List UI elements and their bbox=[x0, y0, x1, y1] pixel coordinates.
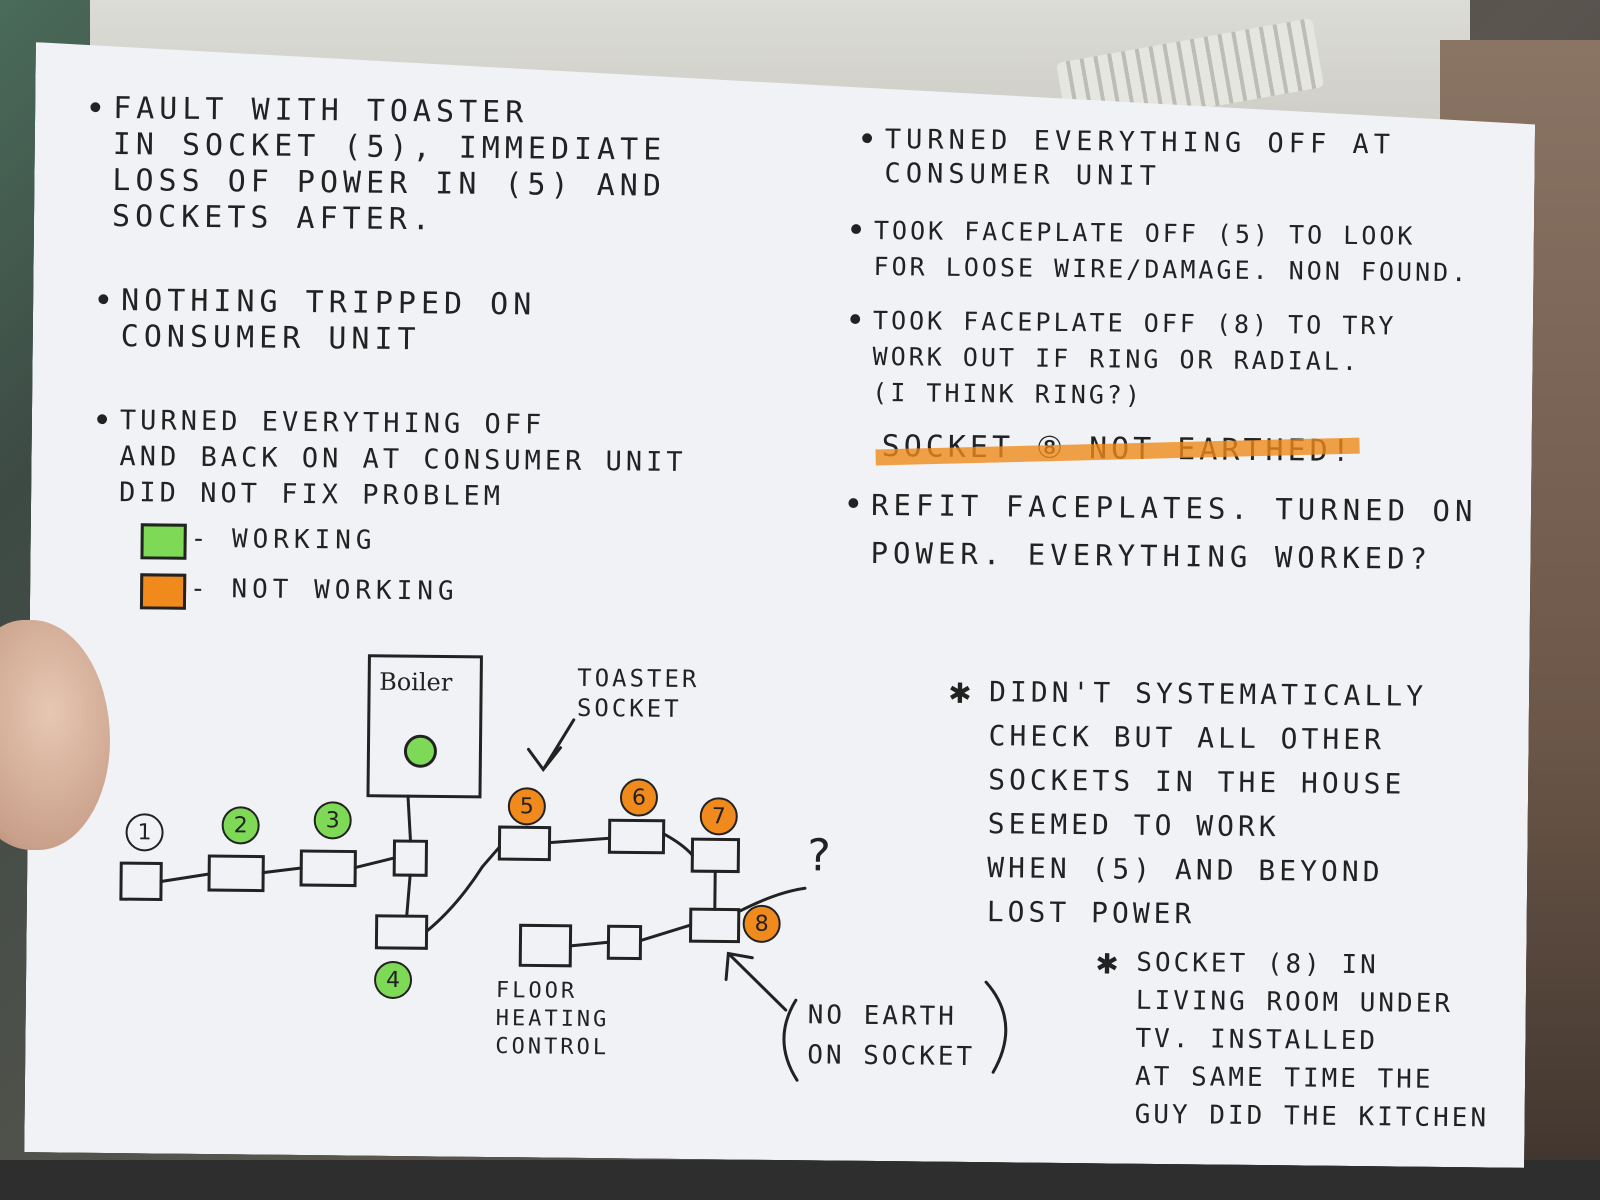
no-earth-bracket-right bbox=[985, 982, 1006, 1072]
socket-number-3: 3 bbox=[314, 801, 352, 839]
wire-2-3 bbox=[263, 868, 301, 873]
toaster-arrow-icon bbox=[528, 719, 574, 769]
socket-2-box bbox=[209, 856, 263, 891]
socket-number-6: 6 bbox=[620, 778, 658, 816]
socket-4-box bbox=[376, 916, 426, 949]
toaster-socket-label: Toaster socket bbox=[576, 663, 700, 723]
unknown-wire-question-mark: ? bbox=[807, 830, 832, 882]
socket-number-1: 1 bbox=[125, 813, 163, 851]
socket-number-4: 4 bbox=[374, 961, 412, 999]
wire-8-unknown bbox=[739, 888, 805, 913]
no-earth-bracket-left bbox=[784, 1000, 798, 1080]
socket-number-7: 7 bbox=[700, 797, 738, 835]
socket-5-box bbox=[499, 827, 549, 860]
background-floor bbox=[0, 1160, 1600, 1200]
floor-heating-control-label: Floor heating control bbox=[495, 978, 610, 1061]
wiring-diagram bbox=[24, 42, 1536, 1168]
fused-spur-box bbox=[394, 841, 426, 875]
wire-spur-boiler bbox=[408, 796, 411, 841]
wire-spur2-heating bbox=[570, 942, 608, 946]
wire-3-spur bbox=[355, 858, 394, 868]
wire-5-6 bbox=[549, 838, 609, 844]
boiler-label: Boiler bbox=[379, 667, 453, 697]
socket-number-5: 5 bbox=[508, 787, 546, 825]
socket-8-box bbox=[690, 909, 738, 942]
socket-7-box bbox=[692, 839, 738, 871]
wire-4-5 bbox=[427, 846, 500, 932]
socket-3-box bbox=[301, 851, 355, 886]
floor-heating-control-box bbox=[520, 925, 570, 966]
boiler-working-indicator bbox=[405, 736, 435, 766]
socket-number-2: 2 bbox=[221, 806, 259, 844]
boiler-box bbox=[368, 656, 481, 797]
no-earth-label: No earth on socket bbox=[807, 1000, 976, 1073]
spur-box-2 bbox=[608, 926, 640, 958]
wire-8-spur2 bbox=[640, 925, 690, 942]
handwritten-note-paper: Fault with toaster in socket (5), immedi… bbox=[24, 42, 1536, 1168]
socket-1-box bbox=[121, 863, 161, 899]
wire-spur-4 bbox=[407, 875, 410, 916]
no-earth-arrow-icon bbox=[726, 953, 787, 1010]
wire-6-7 bbox=[663, 834, 692, 855]
wire-1-2 bbox=[161, 874, 209, 883]
socket-6-box bbox=[609, 820, 663, 853]
socket-number-8: 8 bbox=[742, 905, 780, 943]
